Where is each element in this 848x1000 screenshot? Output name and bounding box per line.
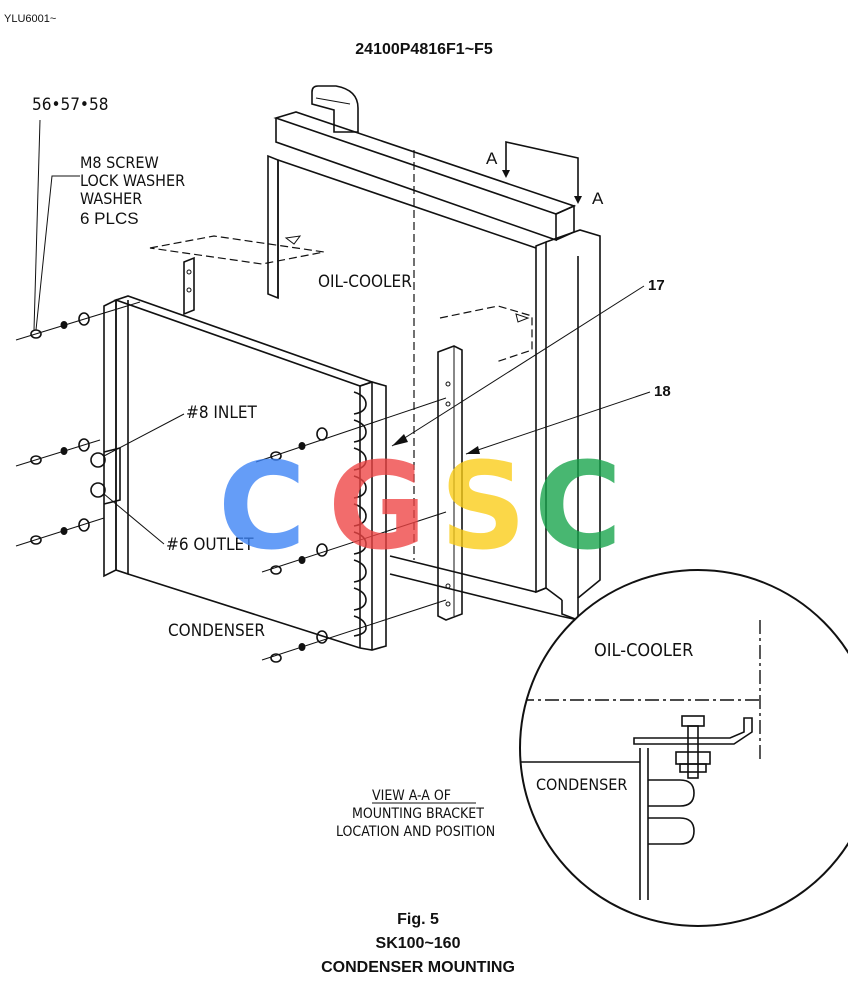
figure-title: CONDENSER MOUNTING [321, 959, 515, 976]
figure-caption: Fig. 5 SK100~160 CONDENSER MOUNTING [321, 911, 515, 976]
fastener-line-quantity: 6 PLCS [80, 209, 139, 228]
section-label-a-top: A [486, 149, 498, 168]
mounting-bracket-18 [437, 345, 463, 621]
condenser-label: CONDENSER [168, 621, 265, 641]
fastener-set-left-low [15, 517, 105, 547]
callout-18: 18 [465, 383, 671, 455]
view-caption: VIEW A-A OF MOUNTING BRACKET LOCATION AN… [336, 788, 495, 840]
ref-number-17: 17 [648, 277, 665, 294]
part-number: 24100P4816F1~F5 [355, 41, 493, 58]
watermark-letter-1: C [218, 438, 306, 577]
inlet-label: #8 INLET [186, 403, 258, 423]
view-caption-line1: VIEW A-A OF [372, 788, 451, 804]
callout-17: 17 [391, 277, 665, 447]
fastener-callout: 56•57•58 M8 SCREW LOCK WASHER WASHER 6 P… [32, 95, 185, 331]
mounting-bracket-left [183, 256, 195, 316]
view-caption-line2: MOUNTING BRACKET [352, 806, 484, 822]
fastener-line-screw: M8 SCREW [80, 153, 159, 172]
detail-oil-cooler-label: OIL-COOLER [594, 640, 693, 661]
fastener-ref-numbers: 56•57•58 [32, 95, 108, 115]
fastener-set-right-mid [261, 511, 447, 575]
condenser-tube-bends [353, 391, 367, 637]
condenser-unit [90, 295, 387, 651]
watermark-letter-2: G [328, 438, 427, 577]
detail-condenser-label: CONDENSER [536, 775, 627, 794]
figure-number: Fig. 5 [397, 911, 439, 928]
oil-cooler-label: OIL-COOLER [318, 272, 412, 292]
fastener-set-right-top [255, 397, 447, 463]
fastener-set-left-top [15, 301, 141, 341]
section-label-a-side: A [592, 189, 604, 208]
fastener-set-left-mid [15, 438, 101, 467]
section-arrow-a-a: A A [486, 141, 604, 208]
drawing-code: YLU6001~ [4, 13, 56, 25]
cgsc-watermark: C G S C [218, 438, 622, 577]
outlet-callout: #6 OUTLET [103, 493, 254, 555]
fastener-line-lock-washer: LOCK WASHER [80, 171, 185, 190]
oil-cooler-unit [267, 85, 601, 622]
ref-number-18: 18 [654, 383, 671, 400]
inlet-callout: #8 INLET [103, 403, 258, 457]
outlet-label: #6 OUTLET [166, 535, 254, 555]
fastener-line-washer: WASHER [80, 189, 142, 208]
view-caption-line3: LOCATION AND POSITION [336, 824, 495, 840]
fastener-set-right-low [261, 599, 447, 663]
figure-model: SK100~160 [376, 935, 461, 952]
bracket-position-outlines [149, 235, 533, 363]
watermark-letter-3: S [440, 438, 526, 577]
watermark-letter-4: C [534, 438, 622, 577]
detail-view-a-a: OIL-COOLER CONDENSER [519, 569, 848, 927]
